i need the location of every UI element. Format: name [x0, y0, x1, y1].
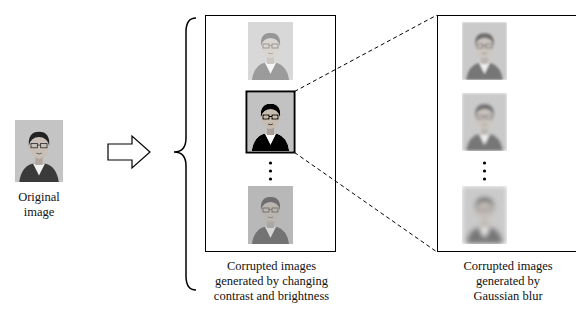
ellipsis-dot [483, 169, 486, 172]
ellipsis-dot [483, 177, 486, 180]
image-column: Corrupted images generated by Gaussian b… [437, 15, 576, 252]
caption: Corrupted images generated by changing c… [207, 259, 336, 304]
ellipsis-dot [269, 169, 272, 172]
ellipsis-dot [483, 161, 486, 164]
ellipsis-dot [269, 161, 272, 164]
curly-brace [174, 18, 196, 290]
selection-frame [247, 92, 295, 153]
original-image: Original image [10, 118, 68, 184]
hollow-arrow [108, 136, 150, 168]
image-column: Corrupted images generated by changing c… [205, 15, 336, 252]
blurred-photo [462, 22, 507, 80]
original-photo [15, 120, 63, 182]
contrast-photo [248, 93, 293, 151]
contrast-photo [248, 186, 293, 244]
caption: Original image [2, 190, 76, 220]
zoom-line [295, 153, 438, 253]
blurred-photo [462, 186, 507, 244]
ellipsis-dot [269, 177, 272, 180]
caption: Corrupted images generated by Gaussian b… [458, 259, 558, 304]
contrast-photo [248, 22, 293, 80]
blurred-photo [462, 93, 507, 151]
zoom-line [295, 15, 438, 92]
